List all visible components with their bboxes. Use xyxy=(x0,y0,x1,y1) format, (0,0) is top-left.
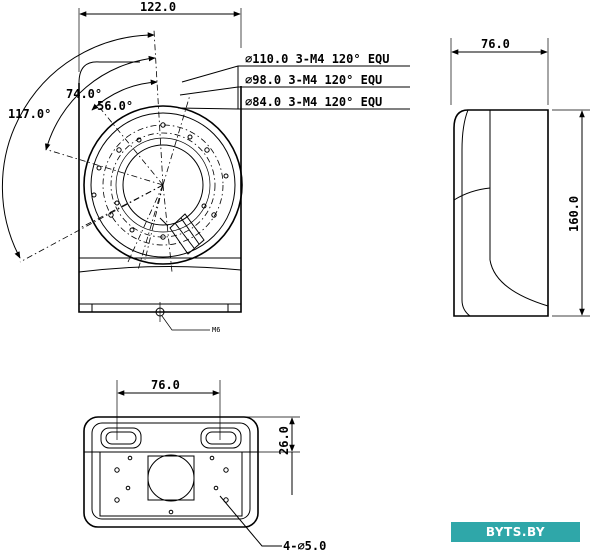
bottom-view: 76.0 xyxy=(83,378,326,553)
angle-56-label: 56.0° xyxy=(97,99,133,113)
bottom-holes-label: 4-∅5.0 xyxy=(283,539,326,553)
bottom-body-outline xyxy=(83,416,259,528)
bottom-slots xyxy=(100,427,242,449)
front-callout-leaders xyxy=(177,65,410,110)
bottom-width-dim: 76.0 xyxy=(151,378,180,392)
front-width-dim: 122.0 xyxy=(140,0,176,14)
front-view: 122.0 xyxy=(1,0,410,334)
front-cable-gland xyxy=(159,213,205,255)
front-m6-screw xyxy=(150,302,210,331)
bottom-offset-dim: 26.0 xyxy=(277,426,291,455)
angle-74-label: 74.0° xyxy=(66,87,102,101)
watermark-badge: BYTS.BY xyxy=(451,522,580,542)
side-body-outline xyxy=(453,109,549,317)
side-height-dim: 160.0 xyxy=(567,196,581,232)
m6-label: M6 xyxy=(212,326,220,334)
front-angle-arcs xyxy=(1,32,158,259)
callout-pcd-84: ∅84.0 3-M4 120° EQU xyxy=(245,95,382,109)
bottom-holes xyxy=(114,455,229,515)
callout-pcd-98: ∅98.0 3-M4 120° EQU xyxy=(245,73,382,87)
bottom-center-opening xyxy=(147,454,195,502)
holes-leader xyxy=(219,495,282,547)
callout-pcd-110: ∅110.0 3-M4 120° EQU xyxy=(245,52,390,66)
side-depth-dim: 76.0 xyxy=(481,37,510,51)
side-view: 76.0 160.0 xyxy=(450,37,590,317)
angle-117-label: 117.0° xyxy=(8,107,51,121)
